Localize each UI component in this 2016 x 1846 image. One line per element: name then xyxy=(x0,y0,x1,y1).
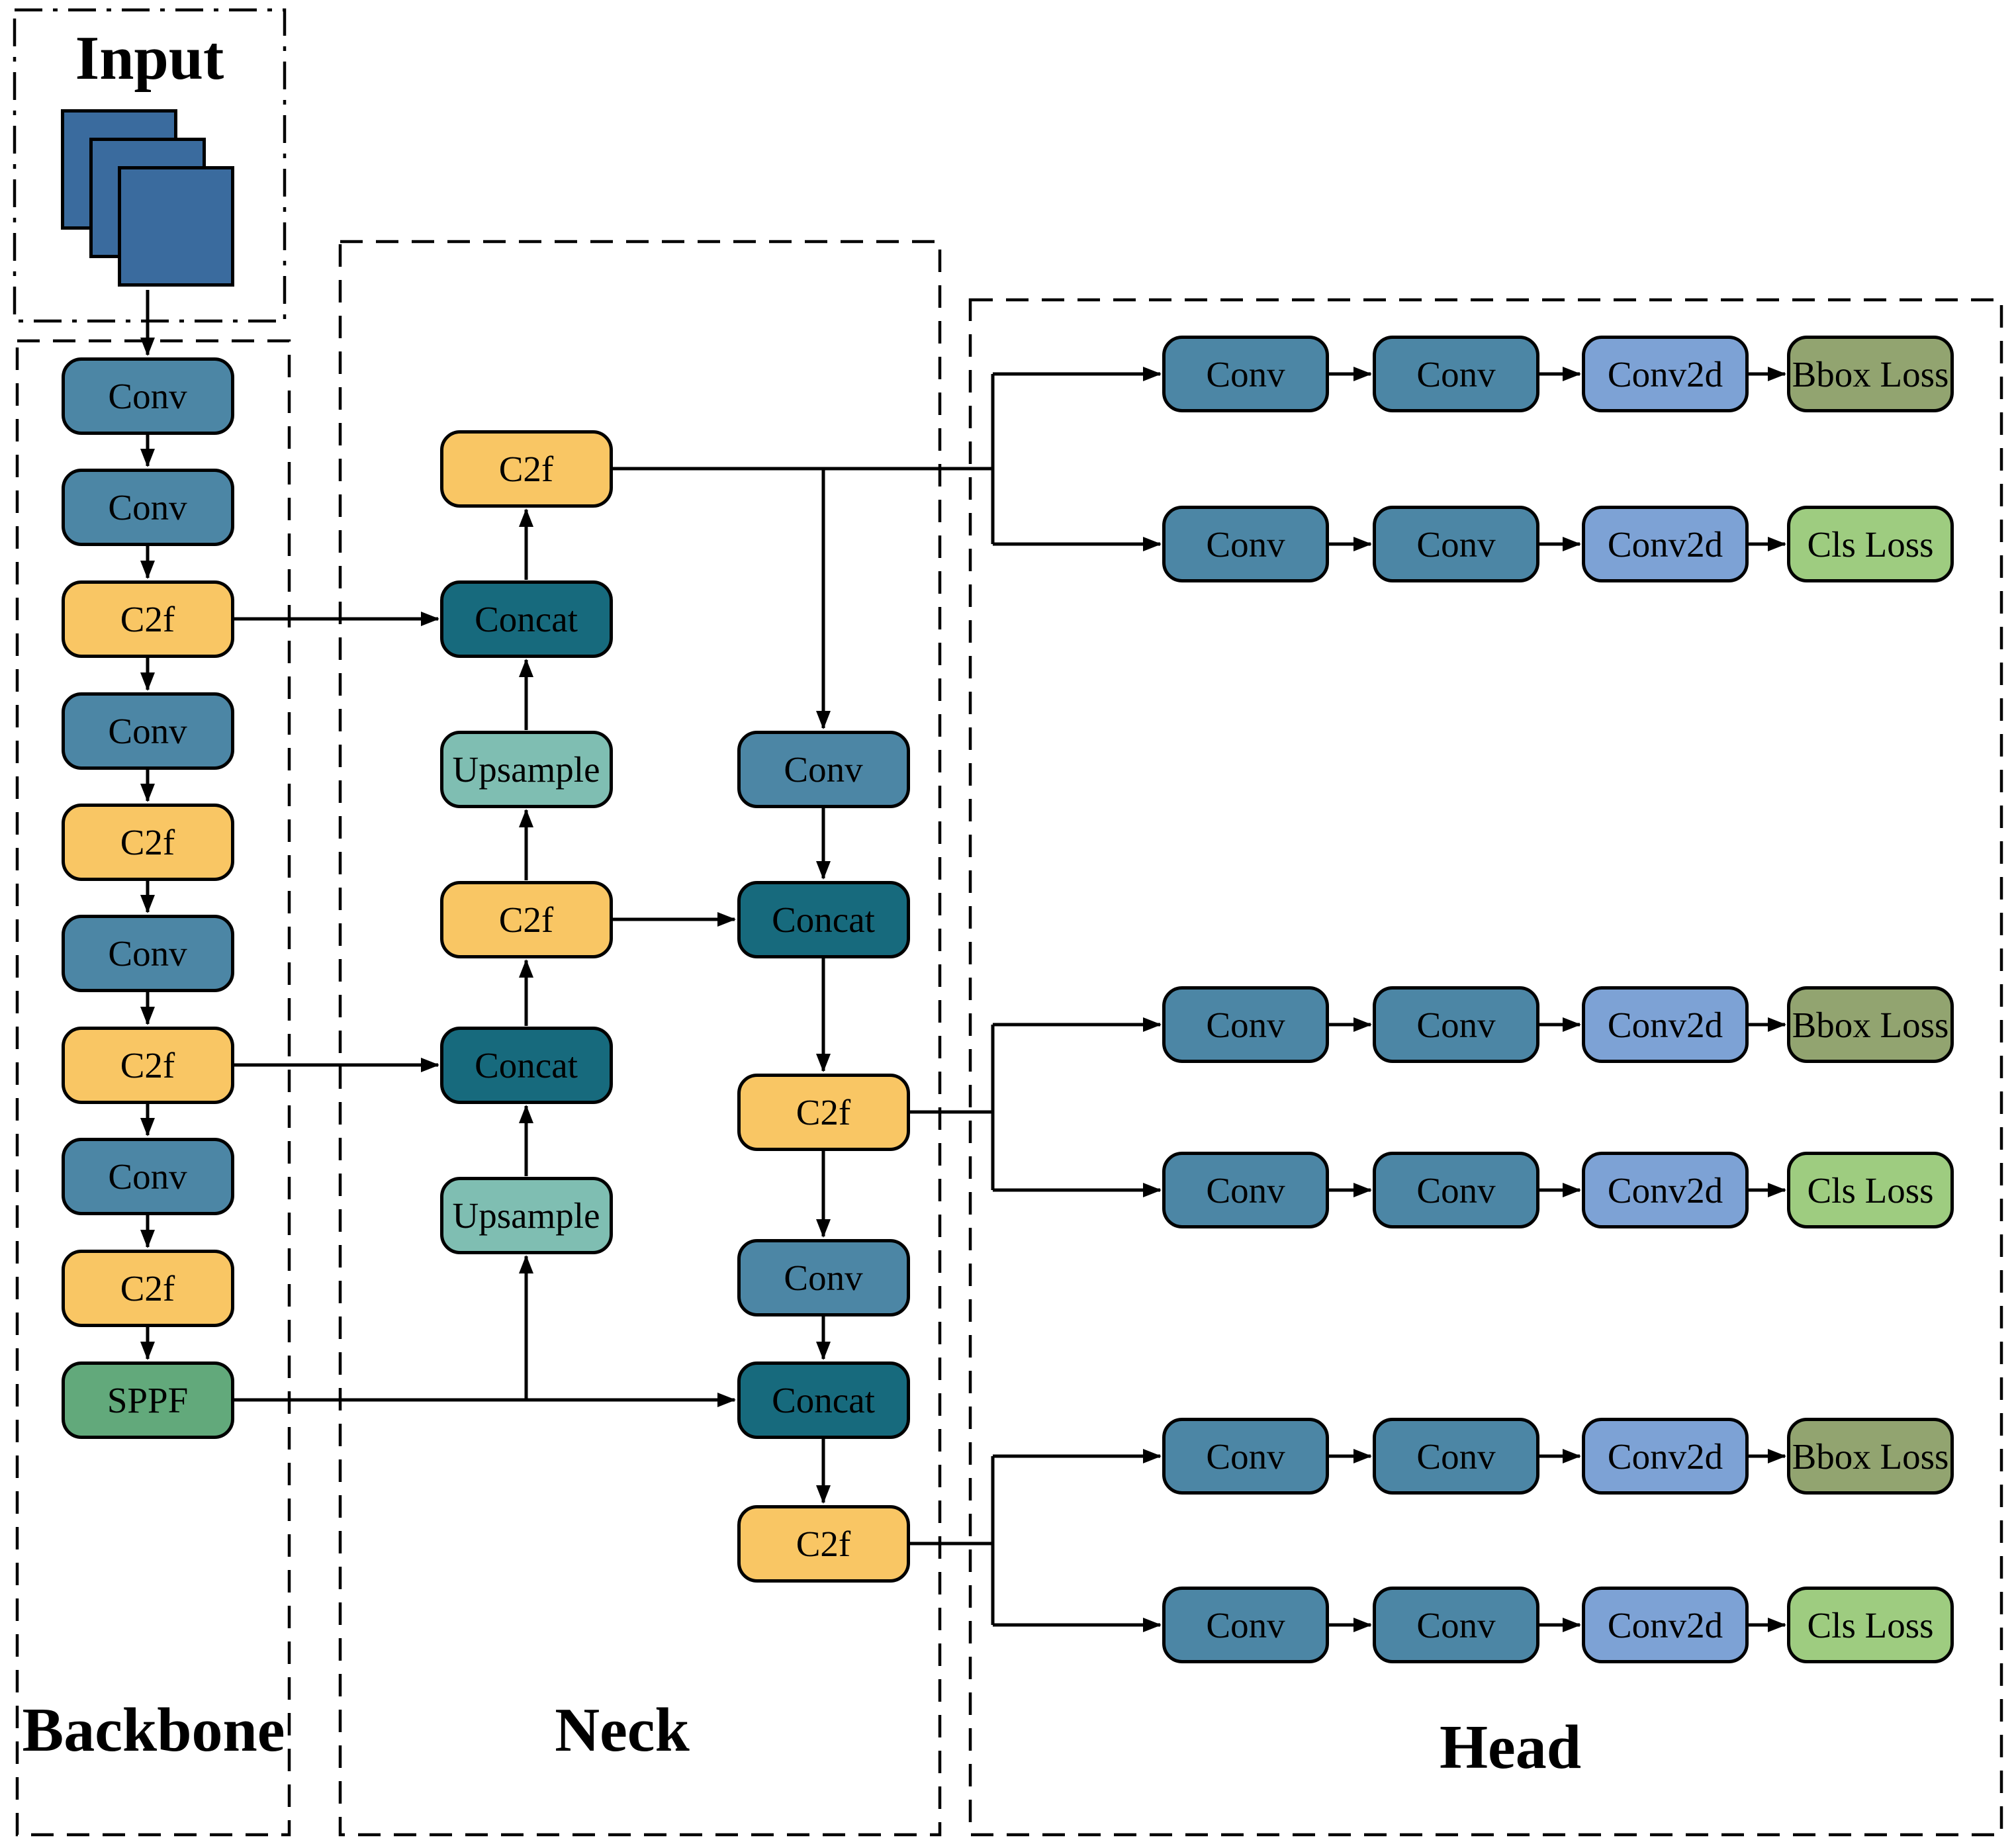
node-upsample: Upsample xyxy=(439,730,613,808)
node-conv: Conv xyxy=(61,357,234,435)
node-conv: Conv xyxy=(1162,506,1329,582)
section-box-neck xyxy=(338,240,942,1837)
node-conv: Conv xyxy=(1162,1587,1329,1663)
node-cls-loss: Cls Loss xyxy=(1787,506,1954,582)
node-conv: Conv xyxy=(61,914,234,992)
node-conv2d: Conv2d xyxy=(1582,336,1749,412)
node-concat: Concat xyxy=(737,1361,910,1439)
section-label-backbone: Backbone xyxy=(22,1696,285,1765)
node-concat: Concat xyxy=(737,880,910,958)
node-conv: Conv xyxy=(61,692,234,770)
node-upsample: Upsample xyxy=(439,1176,613,1254)
node-c2f: C2f xyxy=(61,1249,234,1327)
node-c2f: C2f xyxy=(737,1504,910,1583)
node-cls-loss: Cls Loss xyxy=(1787,1587,1954,1663)
section-label-input: Input xyxy=(75,24,224,93)
section-box-input xyxy=(13,8,287,323)
node-c2f: C2f xyxy=(61,580,234,658)
node-c2f: C2f xyxy=(737,1073,910,1151)
section-box-head xyxy=(968,298,2003,1837)
node-conv: Conv xyxy=(1162,1418,1329,1495)
node-conv: Conv xyxy=(1373,506,1539,582)
node-conv: Conv xyxy=(1162,1152,1329,1228)
section-label-neck: Neck xyxy=(555,1696,690,1765)
node-conv2d: Conv2d xyxy=(1582,506,1749,582)
node-conv2d: Conv2d xyxy=(1582,1587,1749,1663)
node-conv2d: Conv2d xyxy=(1582,986,1749,1063)
node-conv: Conv xyxy=(1162,336,1329,412)
node-conv: Conv xyxy=(1162,986,1329,1063)
node-conv2d: Conv2d xyxy=(1582,1152,1749,1228)
node-c2f: C2f xyxy=(61,803,234,881)
node-conv: Conv xyxy=(737,1238,910,1316)
node-conv: Conv xyxy=(61,468,234,546)
node-cls-loss: Cls Loss xyxy=(1787,1152,1954,1228)
section-box-backbone xyxy=(15,339,291,1837)
node-bbox-loss: Bbox Loss xyxy=(1787,986,1954,1063)
node-conv: Conv xyxy=(1373,986,1539,1063)
node-bbox-loss: Bbox Loss xyxy=(1787,336,1954,412)
node-c2f: C2f xyxy=(439,880,613,958)
node-concat: Concat xyxy=(439,580,613,658)
section-label-head: Head xyxy=(1439,1713,1582,1782)
node-conv: Conv xyxy=(1373,336,1539,412)
node-bbox-loss: Bbox Loss xyxy=(1787,1418,1954,1495)
node-conv: Conv xyxy=(61,1137,234,1215)
node-sppf: SPPF xyxy=(61,1361,234,1439)
node-c2f: C2f xyxy=(61,1026,234,1104)
node-conv: Conv xyxy=(1373,1152,1539,1228)
node-conv2d: Conv2d xyxy=(1582,1418,1749,1495)
input-image-square xyxy=(118,166,234,287)
node-conv: Conv xyxy=(737,730,910,808)
node-concat: Concat xyxy=(439,1026,613,1104)
node-c2f: C2f xyxy=(439,430,613,508)
node-conv: Conv xyxy=(1373,1587,1539,1663)
node-conv: Conv xyxy=(1373,1418,1539,1495)
